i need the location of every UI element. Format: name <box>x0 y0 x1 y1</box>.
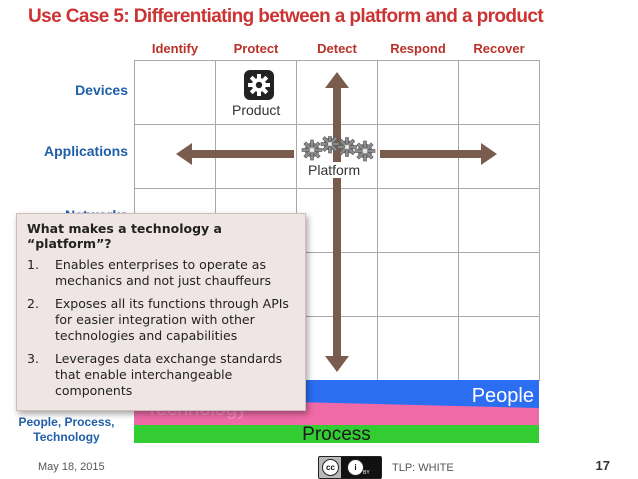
callout-item-number: 2. <box>27 296 39 311</box>
product-label: Product <box>232 102 281 118</box>
creative-commons-by-icon: cc i BY <box>318 456 382 479</box>
product-gear-icon <box>244 70 274 100</box>
callout-item-text: Leverages data exchange standards that e… <box>55 351 283 398</box>
vertical-arrow <box>333 84 341 356</box>
slide-title: Use Case 5: Differentiating between a pl… <box>28 6 544 27</box>
callout-item-text: Enables enterprises to operate as mechan… <box>55 257 272 288</box>
platform-label: Platform <box>307 162 362 178</box>
callout-list: 1. Enables enterprises to operate as mec… <box>27 257 295 399</box>
callout-question: What makes a technology a “platform”? <box>27 221 222 251</box>
footer-date: May 18, 2015 <box>38 461 105 473</box>
column-header-recover: Recover <box>473 41 525 56</box>
footer-tlp: TLP: WHITE <box>392 462 454 474</box>
process-label: Process <box>302 424 371 445</box>
process-band <box>134 425 539 443</box>
platform-gears-icon <box>301 136 376 162</box>
row-header-applications: Applications <box>43 143 128 159</box>
column-header-identify: Identify <box>151 41 199 56</box>
callout-item-1: 1. Enables enterprises to operate as mec… <box>27 257 295 289</box>
callout-item-text: Exposes all its functions through APIs f… <box>55 296 289 343</box>
left-arrow <box>190 150 294 158</box>
down-arrowhead <box>325 356 349 372</box>
callout-item-number: 3. <box>27 351 39 366</box>
up-arrowhead <box>325 72 349 88</box>
column-header-detect: Detect <box>317 41 357 56</box>
row-header-devices: Devices <box>75 82 128 98</box>
page-number: 17 <box>595 458 610 473</box>
column-header-protect: Protect <box>233 41 279 56</box>
left-arrowhead <box>176 143 192 165</box>
column-header-respond: Respond <box>390 41 446 56</box>
right-arrow <box>380 150 483 158</box>
callout-item-2: 2. Exposes all its functions through API… <box>27 296 295 344</box>
people-label: People <box>471 385 534 407</box>
callout-item-3: 3. Leverages data exchange standards tha… <box>27 351 295 399</box>
people-process-technology-label: People, Process, Technology <box>0 415 133 445</box>
ppt-label-line-1: People, Process, <box>18 415 115 429</box>
right-arrowhead <box>481 143 497 165</box>
callout-item-number: 1. <box>27 257 39 272</box>
platform-definition-callout: What makes a technology a “platform”? 1.… <box>16 213 306 411</box>
ppt-label-line-2: Technology <box>33 430 100 444</box>
